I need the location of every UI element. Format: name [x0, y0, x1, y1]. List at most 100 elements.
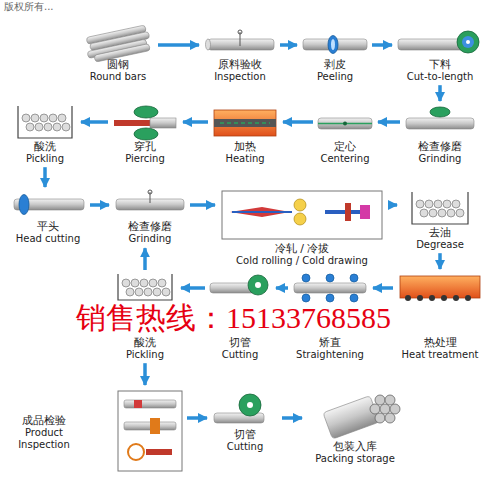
straightening-icon: [294, 274, 366, 302]
cutting-icon: [255, 282, 261, 288]
step-name-zh: 包装入库: [305, 440, 405, 453]
step-name-en: Centering: [315, 153, 375, 165]
flow-arrow: [187, 416, 207, 420]
step-name-en: Round bars: [80, 71, 156, 83]
straightening-icon: [326, 294, 334, 302]
step-name-en: Cold rolling / Cold drawing: [218, 255, 386, 267]
process-step: 圆钢Round bars: [80, 28, 156, 83]
hotline-watermark: 销售热线：15133768585: [76, 302, 391, 334]
straightening-icon: [294, 283, 366, 293]
grinding-icon: [116, 190, 184, 210]
cutting-icon: [214, 394, 264, 423]
pickling-tank-icon: [18, 106, 72, 138]
tube-bundle-icon: [323, 396, 380, 439]
icon-space: [202, 28, 278, 58]
cold-drawing-frame: [232, 211, 292, 213]
process-step: 冷轧 / 冷拔Cold rolling / Cold drawing: [218, 190, 386, 267]
step-name-en: Cutting: [210, 441, 280, 453]
degrease-tank-icon: [425, 200, 433, 208]
flow-arrow: [43, 167, 47, 187]
tube-bundle-ends: [385, 413, 395, 423]
step-name-zh: 酸洗: [112, 336, 178, 349]
flow-arrow: [373, 286, 393, 290]
step-name-zh: 成品检验: [8, 414, 80, 427]
heat-treatment-furnace: [465, 295, 471, 301]
process-step: 热处理Heat treatment: [395, 272, 485, 361]
degrease-tank-icon: [420, 209, 428, 217]
step-name-en: Pickling: [112, 349, 178, 361]
step-name-en: Cut-to-length: [395, 71, 485, 83]
icon-space: [395, 28, 485, 58]
icon-space: [8, 190, 88, 220]
heat-treatment-furnace: [405, 295, 471, 301]
tube-bundle-ends: [385, 395, 395, 405]
step-name-en: Piercing: [110, 153, 180, 165]
flow-arrow: [190, 203, 215, 207]
step-name-zh: 穿孔: [110, 140, 180, 153]
step-name-zh: 剥皮: [300, 58, 370, 71]
piercing-icon: [150, 118, 176, 128]
pickling-tank-icon: [162, 288, 170, 296]
flow-arrow: [276, 286, 288, 290]
tube-bundle-ends: [370, 404, 380, 414]
saw-icon: [457, 31, 479, 53]
peeling-icon: [303, 36, 367, 54]
heat-treatment-furnace: [417, 295, 423, 301]
pickling-tank-icon: [31, 114, 39, 122]
process-step: 成品检验Product Inspection: [8, 388, 185, 474]
step-name-zh: 定心: [315, 140, 375, 153]
flow-arrow: [183, 120, 208, 124]
cold-drawing-frame: [360, 205, 370, 219]
straightening-icon: [302, 274, 310, 282]
step-name-zh: 去油: [400, 226, 480, 239]
icon-space: [210, 388, 280, 428]
furnace-icon: [220, 122, 270, 124]
pickling-tank-icon: [22, 114, 70, 131]
heat-treatment-furnace: [400, 276, 480, 301]
process-step: 平头Head cutting: [8, 190, 88, 245]
step-name-en: Grinding: [402, 153, 478, 165]
pickling-tank-icon: [62, 123, 70, 131]
icon-space: [12, 104, 78, 140]
flow-arrow: [143, 363, 147, 385]
cutting-icon: [210, 275, 268, 295]
step-name-zh: 加热: [210, 140, 280, 153]
icon-space: [402, 104, 478, 140]
flow-arrow: [283, 120, 313, 124]
pickling-tank-icon: [58, 114, 66, 122]
cutting-icon: [248, 275, 268, 295]
cold-drawing-frame: [294, 213, 306, 225]
saw-icon: [398, 31, 479, 53]
flow-arrow: [143, 248, 147, 270]
process-step: 加热Heating: [210, 104, 280, 165]
pickling-tank-icon: [149, 279, 157, 287]
heat-treatment-furnace: [405, 295, 411, 301]
step-name-zh: 下料: [395, 58, 485, 71]
product-inspection-frame: [134, 400, 142, 408]
degrease-tank-icon: [438, 209, 446, 217]
piercing-icon: [134, 128, 158, 140]
pickling-tank-icon: [140, 279, 148, 287]
heat-treatment-furnace: [453, 295, 459, 301]
pickling-tank-icon: [135, 288, 143, 296]
process-step: 剥皮Peeling: [300, 28, 370, 83]
straightening-icon: [302, 294, 310, 302]
degrease-tank-icon: [434, 200, 442, 208]
straightening-icon: [302, 274, 358, 302]
step-name-zh: 切管: [210, 428, 280, 441]
icon-space: [395, 272, 485, 336]
pickling-tank-icon: [131, 279, 139, 287]
flow-arrow: [388, 203, 397, 207]
straightening-icon: [350, 294, 358, 302]
step-name-en: Heating: [210, 153, 280, 165]
step-name-en: Pickling: [12, 153, 78, 165]
step-name-zh: 切管: [207, 336, 273, 349]
inspection-icon: [206, 39, 211, 50]
cutting-icon: [214, 413, 264, 423]
pickling-tank-icon: [22, 114, 30, 122]
flow-arrow: [81, 120, 108, 124]
tube-bundle-ends: [370, 395, 400, 423]
pickling-tank-icon: [44, 123, 52, 131]
